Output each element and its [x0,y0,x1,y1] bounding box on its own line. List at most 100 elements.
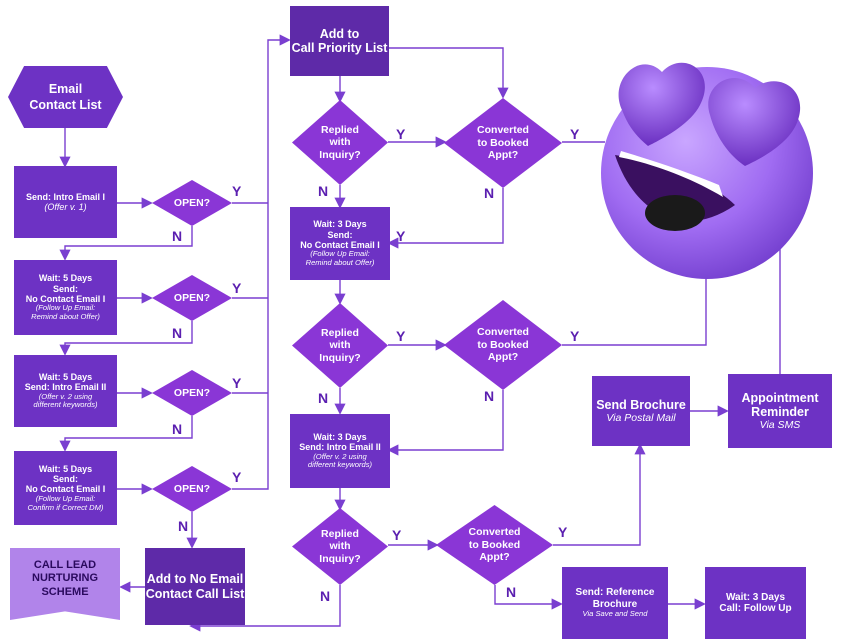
no-label: N [484,388,495,404]
banner-text: NURTURING [32,572,98,585]
box-text: Appointment [741,390,819,405]
yes-label: Y [558,524,568,540]
yes-label: Y [570,126,580,142]
box-text: Send: [327,229,353,240]
send-brochure-box: Send Brochure Via Postal Mail [592,376,690,446]
wait-3-days-intro-email-2-box: Wait: 3 Days Send: Intro Email II (Offer… [290,414,390,488]
no-label: N [318,390,329,406]
intro-email-1-box: Send: Intro Email I (Offer v. 1) [14,166,117,238]
add-no-email-call-list-box: Add to No Email Contact Call List [145,548,245,625]
yes-label: Y [570,328,580,344]
box-text: Add to No Email [146,572,244,587]
decision-label: OPEN? [173,386,211,399]
box-subtext: (Offer v. 2 using [313,451,367,461]
send-reference-brochure-box: Send: Reference Brochure Via Save and Se… [562,567,668,639]
box-text: Send: [52,283,78,294]
banner-text: SCHEME [41,585,89,598]
box-text: Wait: 5 Days [38,371,93,382]
wait-no-contact-confirm-dm-box: Wait: 5 Days Send: No Contact Email I (F… [14,451,117,525]
box-text: Wait: 3 Days [313,219,367,230]
open-decision-1: OPEN? [152,180,232,226]
box-text: Wait: 3 Days [725,591,786,603]
box-text: Wait: 5 Days [38,463,93,474]
box-subtext: Confirm if Correct DM) [27,502,104,512]
yes-label: Y [232,469,242,485]
yes-label: Y [392,527,402,543]
wait-intro-email-2-box: Wait: 5 Days Send: Intro Email II (Offer… [14,355,117,427]
box-text: Send: Intro Email II [24,382,107,393]
replied-decision-3: Replied with Inquiry? [292,508,388,585]
box-subtext: Via Postal Mail [606,412,676,425]
box-text: No Contact Email I [300,239,380,250]
no-label: N [172,325,183,341]
decision-label: Replied with Inquiry? [319,123,361,161]
decision-label: Converted to Booked Appt? [468,526,521,564]
decision-label: Converted to Booked Appt? [477,124,529,162]
box-text: Add to [319,26,360,41]
box-subtext: Remind about Offer) [31,312,100,322]
box-subtext: (Offer v. 1) [44,202,87,212]
box-text: Wait: 3 Days [313,431,367,442]
add-call-priority-list-box: Add to Call Priority List [290,6,389,76]
yes-label: Y [396,228,406,244]
no-label: N [320,588,331,604]
box-text: Reminder [751,404,809,419]
banner-text: CALL LEAD [33,559,97,572]
box-subtext: Via Save and Send [582,609,648,619]
box-text: No Contact Email I [25,484,106,495]
box-text: Contact Call List [145,586,245,601]
heart-eyes-emoji-icon [601,62,813,279]
yes-label: Y [232,183,242,199]
box-text: Brochure [592,598,638,610]
box-subtext: Via SMS [759,419,801,432]
no-label: N [172,421,183,437]
box-text: Send: Intro Email II [299,442,381,453]
box-subtext: Remind about Offer) [305,258,375,268]
replied-decision-2: Replied with Inquiry? [292,303,388,388]
box-text: No Contact Email I [25,293,106,304]
start-label-line1: Email [48,81,83,96]
box-text: Send: Intro Email I [25,191,105,202]
no-label: N [172,228,183,244]
decision-label: Replied with Inquiry? [319,326,361,364]
decision-label: Replied with Inquiry? [319,527,361,565]
box-subtext: (Follow Up Email: [35,303,96,313]
box-subtext: (Follow Up Email: [310,249,370,259]
call-lead-nurturing-scheme-banner: CALL LEAD NURTURING SCHEME [10,548,120,620]
open-decision-4: OPEN? [152,466,232,512]
no-label: N [178,518,189,534]
decision-label: Converted to Booked Appt? [477,326,529,364]
no-label: N [318,183,329,199]
box-subtext: (Offer v. 2 using [38,391,93,401]
yes-label: Y [396,126,406,142]
box-text: Call Priority List [291,41,388,55]
decision-label: OPEN? [173,196,211,209]
box-subtext: different keywords) [33,400,98,410]
decision-label: OPEN? [173,291,211,304]
replied-decision-1: Replied with Inquiry? [292,100,388,185]
box-text: Send: [52,474,78,485]
box-text: Wait: 5 Days [38,273,93,284]
start-label-line2: Contact List [29,98,102,112]
wait-no-contact-email-1-box: Wait: 5 Days Send: No Contact Email I (F… [14,260,117,335]
box-subtext: (Follow Up Email: [35,493,96,503]
converted-decision-3: Converted to Booked Appt? [436,505,553,585]
box-text: Call: Follow Up [719,603,792,614]
wait-3-days-call-follow-up-box: Wait: 3 Days Call: Follow Up [705,567,806,639]
open-decision-2: OPEN? [152,275,232,321]
converted-decision-2: Converted to Booked Appt? [444,300,562,390]
wait-3-days-no-contact-box: Wait: 3 Days Send: No Contact Email I (F… [290,207,390,280]
no-label: N [484,185,495,201]
box-text: Send Brochure [596,397,686,412]
converted-decision-1: Converted to Booked Appt? [444,98,562,188]
appointment-reminder-box: Appointment Reminder Via SMS [728,374,832,448]
box-subtext: different keywords) [307,460,373,470]
open-decision-3: OPEN? [152,370,232,416]
box-text: Send: Reference [575,587,655,599]
yes-label: Y [396,328,406,344]
no-label: N [506,584,517,600]
yes-label: Y [232,280,242,296]
yes-label: Y [232,375,242,391]
